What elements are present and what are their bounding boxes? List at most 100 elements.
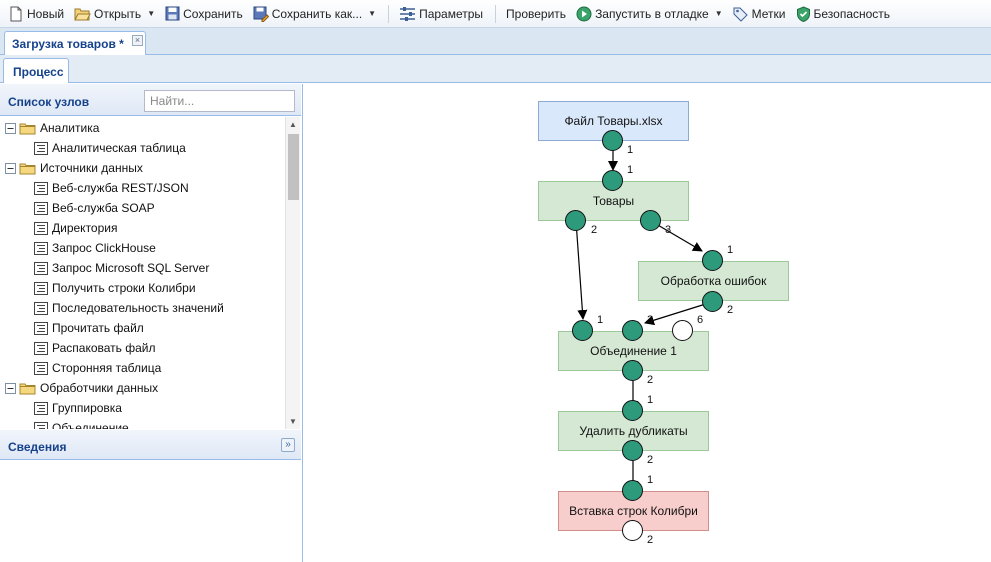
tree-item-label: Группировка (52, 401, 122, 415)
scroll-up-arrow-icon[interactable]: ▲ (289, 120, 297, 129)
save-as-button[interactable]: Сохранить как... ▼ (249, 3, 380, 25)
node-list-header: Список узлов (0, 84, 301, 116)
document-tab-label: Загрузка товаров * (12, 37, 124, 51)
node-type-icon (34, 221, 48, 235)
tree-item-label: Сторонняя таблица (52, 361, 162, 375)
save-as-dropdown-arrow-icon[interactable]: ▼ (368, 9, 377, 18)
collapse-toggle-icon[interactable] (5, 122, 16, 134)
tree-scrollbar[interactable]: ▲ ▼ (285, 117, 300, 429)
tree-folder[interactable]: Источники данных (5, 158, 143, 178)
collapse-toggle-icon[interactable] (5, 162, 16, 174)
port-union-in-a[interactable] (572, 320, 593, 341)
tree-item[interactable]: Последовательность значений (34, 298, 224, 318)
tree-item-label: Запрос Microsoft SQL Server (52, 261, 210, 275)
node-label: Объединение 1 (590, 344, 677, 358)
folder-icon (19, 383, 36, 394)
tree-item-label: Аналитика (40, 121, 100, 135)
link-errors-to-union (644, 301, 713, 326)
tree-item-label: Распаковать файл (52, 341, 156, 355)
params-button-label: Параметры (419, 6, 484, 21)
save-button[interactable]: Сохранить (161, 3, 247, 25)
tree-item-label: Получить строки Колибри (52, 281, 196, 295)
tree-item[interactable]: Веб-служба REST/JSON (34, 178, 189, 198)
port-label: 1 (597, 314, 604, 326)
port-dedup-out[interactable] (622, 440, 643, 461)
port-label: 1 (647, 474, 654, 486)
tree-item-label: Прочитать файл (52, 321, 144, 335)
security-button[interactable]: Безопасность (792, 3, 895, 25)
port-errors-in[interactable] (702, 250, 723, 271)
port-dedup-in[interactable] (622, 400, 643, 421)
document-tab-bar: Загрузка товаров * × (0, 28, 991, 55)
link-goods-to-errors (650, 220, 703, 252)
new-button[interactable]: Новый (4, 3, 68, 25)
save-button-label: Сохранить (183, 6, 243, 21)
node-type-icon (34, 201, 48, 215)
params-button[interactable]: Параметры (395, 3, 487, 25)
tree-item-label: Объединение (52, 421, 129, 429)
tags-button[interactable]: Метки (729, 3, 790, 25)
port-label: 2 (647, 534, 654, 546)
port-insert-in[interactable] (622, 480, 643, 501)
process-canvas[interactable]: Файл Товары.xlsx Товары Обработка ошибок… (304, 84, 991, 562)
node-type-icon (34, 261, 48, 275)
tree-item[interactable]: Группировка (34, 398, 122, 418)
port-insert-out[interactable] (622, 520, 643, 541)
tab-process[interactable]: Процесс (3, 58, 69, 83)
port-label: 2 (591, 224, 598, 236)
port-file-out[interactable] (602, 130, 623, 151)
tree-item[interactable]: Прочитать файл (34, 318, 144, 338)
tree-item[interactable]: Получить строки Колибри (34, 278, 196, 298)
port-label: 2 (727, 304, 734, 316)
port-errors-out[interactable] (702, 291, 723, 312)
tree-item-label: Аналитическая таблица (52, 141, 186, 155)
tree-item[interactable]: Распаковать файл (34, 338, 156, 358)
port-label: 1 (627, 144, 634, 156)
tree-item[interactable]: Аналитическая таблица (34, 138, 186, 158)
tree-item[interactable]: Директория (34, 218, 117, 238)
node-label: Вставка строк Колибри (569, 504, 698, 518)
security-button-label: Безопасность (813, 6, 891, 21)
sliders-icon (400, 7, 416, 21)
open-button[interactable]: Открыть ▼ (70, 3, 159, 25)
collapse-chevron-icon[interactable]: » (281, 438, 295, 452)
tree-item[interactable]: Объединение (34, 418, 129, 429)
tab-document[interactable]: Загрузка товаров * × (4, 31, 146, 55)
node-label: Товары (592, 194, 635, 208)
tree-item[interactable]: Сторонняя таблица (34, 358, 161, 378)
scroll-down-arrow-icon[interactable]: ▼ (289, 417, 297, 426)
node-search-input[interactable] (144, 90, 295, 112)
tree-item[interactable]: Запрос Microsoft SQL Server (34, 258, 209, 278)
port-label: 3 (665, 224, 672, 236)
scrollbar-thumb[interactable] (288, 134, 299, 200)
port-union-in-c[interactable] (672, 320, 693, 341)
node-label: Файл Товары.xlsx (564, 114, 663, 128)
port-label: 3 (647, 314, 654, 326)
tree-item-label: Веб-служба REST/JSON (52, 181, 189, 195)
check-button[interactable]: Проверить (502, 3, 570, 25)
close-tab-icon[interactable]: × (132, 35, 143, 46)
toolbar-separator (388, 4, 390, 23)
tree-folder[interactable]: Обработчики данных (5, 378, 158, 398)
port-union-in-b[interactable] (622, 320, 643, 341)
save-as-icon (253, 6, 269, 22)
port-goods-in[interactable] (602, 170, 623, 191)
tree-item-label: Запрос ClickHouse (52, 241, 156, 255)
run-dropdown-arrow-icon[interactable]: ▼ (714, 9, 723, 18)
node-list-title: Список узлов (8, 95, 90, 109)
folder-icon (19, 163, 36, 174)
open-dropdown-arrow-icon[interactable]: ▼ (147, 9, 156, 18)
port-goods-out-b[interactable] (640, 210, 661, 231)
tree-item[interactable]: Запрос ClickHouse (34, 238, 156, 258)
tag-icon (733, 7, 748, 22)
check-button-label: Проверить (506, 6, 567, 21)
port-goods-out-a[interactable] (565, 210, 586, 231)
tree-item[interactable]: Веб-служба SOAP (34, 198, 155, 218)
save-icon (165, 6, 180, 21)
run-debug-button[interactable]: Запустить в отладке ▼ (572, 3, 727, 25)
port-union-out[interactable] (622, 360, 643, 381)
collapse-toggle-icon[interactable] (5, 382, 16, 394)
port-label: 2 (647, 374, 654, 386)
info-panel-header[interactable]: Сведения » (0, 430, 301, 460)
tree-folder[interactable]: Аналитика (5, 118, 99, 138)
